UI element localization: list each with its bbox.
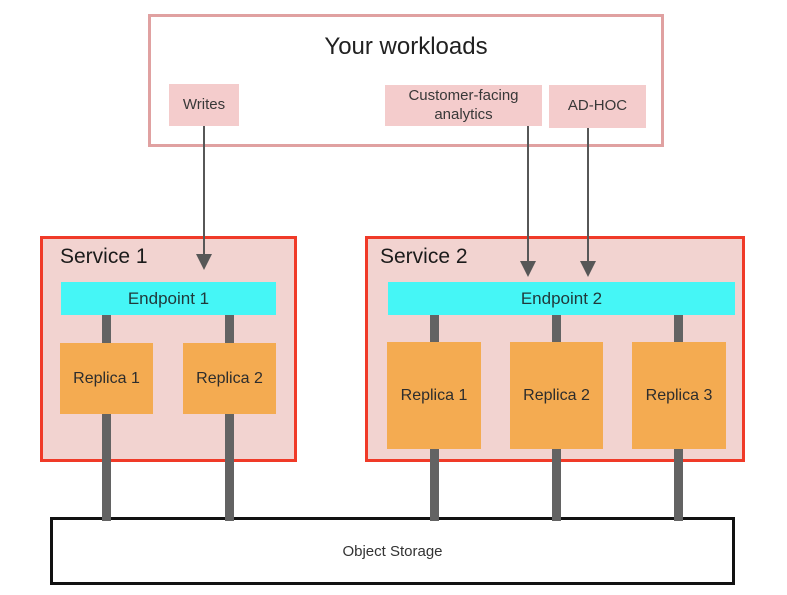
workload-writes-label: Writes — [182, 95, 226, 113]
workload-analytics: Customer-facing analytics — [385, 85, 542, 126]
analytics-arrowhead-icon — [520, 261, 536, 277]
service1-endpoint: Endpoint 1 — [61, 282, 276, 315]
service2-replica2: Replica 2 — [510, 342, 603, 449]
object-storage-box: Object Storage — [50, 517, 735, 585]
workloads-title: Your workloads — [324, 33, 488, 60]
analytics-arrow-line — [527, 126, 529, 262]
service2-replica1: Replica 1 — [387, 342, 481, 449]
adhoc-arrow-line — [587, 128, 589, 262]
service2-replica2-label: Replica 2 — [523, 386, 590, 404]
service1-endpoint-label: Endpoint 1 — [127, 288, 210, 308]
writes-arrowhead-icon — [196, 254, 212, 270]
service1-replica2: Replica 2 — [183, 343, 276, 414]
workload-adhoc: AD-HOC — [549, 85, 646, 128]
service1-label: Service 1 — [60, 245, 148, 268]
object-storage-label: Object Storage — [342, 542, 443, 560]
writes-arrow-line — [203, 126, 205, 256]
workload-writes: Writes — [169, 84, 239, 126]
service1-replica1: Replica 1 — [60, 343, 153, 414]
connector-s1-replica1 — [102, 315, 111, 521]
workload-adhoc-label: AD-HOC — [567, 97, 628, 115]
connector-s1-replica2 — [225, 315, 234, 521]
service2-endpoint-label: Endpoint 2 — [520, 288, 603, 308]
adhoc-arrowhead-icon — [580, 261, 596, 277]
service1-replica2-label: Replica 2 — [196, 369, 263, 387]
service2-endpoint: Endpoint 2 — [388, 282, 735, 315]
service2-replica1-label: Replica 1 — [400, 386, 468, 404]
service2-replica3-label: Replica 3 — [645, 386, 713, 404]
workload-analytics-label: Customer-facing analytics — [408, 86, 519, 123]
service2-replica3: Replica 3 — [632, 342, 726, 449]
service1-replica1-label: Replica 1 — [73, 369, 140, 387]
service2-label: Service 2 — [380, 245, 468, 268]
